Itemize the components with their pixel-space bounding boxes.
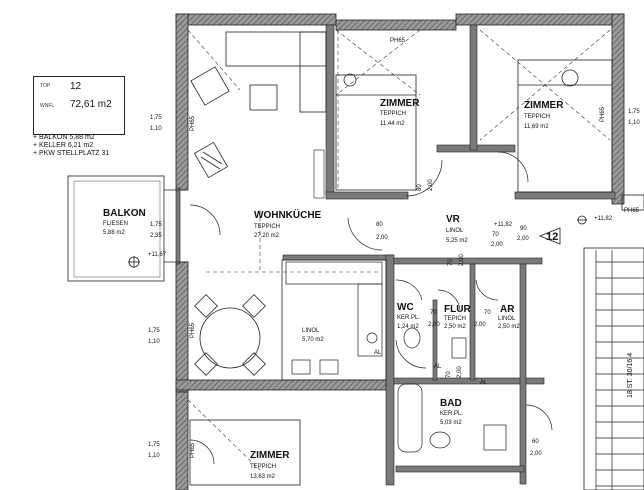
outer-walls	[175, 13, 625, 490]
room-zimmer1-name: ZIMMER	[380, 98, 420, 109]
dim-w2: 1,75	[150, 222, 162, 228]
room-wohn-name: WOHNKÜCHE	[254, 208, 322, 221]
extra-keller: + KELLER 6,21 m2	[33, 142, 94, 149]
dim-w1: 1,75	[150, 115, 162, 121]
room-wohn-floor: TEPPICH	[254, 224, 280, 230]
dim-d1: 80	[376, 222, 383, 228]
room-zimmer1-area: 11,44 m2	[380, 121, 405, 127]
room-vr-area: 5,25 m2	[446, 238, 468, 244]
dim-w2b: 2,35	[150, 233, 162, 239]
level-marks	[128, 215, 587, 268]
dim-d4b: 2,00	[459, 254, 465, 266]
dim-d4: 70	[448, 259, 454, 266]
dim-d8b: 2,00	[530, 451, 542, 457]
dashed-lines	[187, 29, 611, 471]
al-2: AL	[434, 364, 442, 370]
dim-ph5: PH65	[190, 442, 196, 458]
thin-lines	[67, 175, 644, 490]
area-value: 72,61 m2	[70, 99, 112, 110]
dim-d2: 80	[417, 184, 423, 191]
extras-list: + BALKON 5,88 m2 + KELLER 6,21 m2 + PKW …	[33, 134, 109, 158]
room-bad-name: BAD	[440, 398, 462, 409]
top-label: TOP	[40, 83, 51, 89]
dim-ph2: PH65	[390, 38, 406, 44]
dim-d9b: 2,00	[491, 242, 503, 248]
room-zimmer3-name: ZIMMER	[250, 450, 290, 461]
dim-w1b: 1,10	[150, 126, 162, 132]
room-wohn-area: 27,20 m2	[254, 233, 280, 239]
top-value: 12	[70, 81, 82, 92]
stair-label: 18 ST. 30/16,4	[627, 353, 634, 398]
room-balkon-area: 5,88 m2	[103, 230, 125, 236]
level-3: +11,82	[494, 222, 513, 228]
room-ar-area: 2,50 m2	[498, 324, 520, 330]
dim-d3b: 2,00	[517, 236, 529, 242]
room-wc-floor: KER.PL.	[397, 315, 420, 321]
room-zimmer1-floor: TEPPICH	[380, 111, 406, 117]
extra-balkon: + BALKON 5,88 m2	[33, 134, 95, 141]
room-ar-floor: LINOL	[498, 316, 516, 322]
dim-ph1: PH65	[190, 115, 196, 131]
dim-w4b: 1,10	[148, 453, 160, 459]
dim-ph3: PH65	[600, 106, 606, 122]
room-flur-area: 2,50 m2	[444, 324, 466, 330]
level-2: +11,82	[594, 216, 613, 222]
dim-d7b: 2,00	[457, 366, 463, 378]
staircase	[595, 250, 644, 490]
dim-w5: 1,75	[628, 109, 640, 115]
dim-d7: 70	[446, 371, 452, 378]
al-3: AL	[480, 380, 488, 386]
dim-ph4: PH65	[190, 322, 196, 338]
room-zimmer2-name: ZIMMER	[524, 100, 564, 111]
inner-walls	[175, 24, 616, 486]
room-zimmer2-floor: TEPPICH	[524, 114, 550, 120]
dimension-labels: 1,75 1,10 1,75 2,35 1,75 1,10 1,75 1,10 …	[148, 38, 640, 459]
dim-d2b: 2,00	[428, 179, 434, 191]
room-flur-name: FLUR	[444, 304, 471, 315]
dim-d6: 70	[484, 310, 491, 316]
dim-d9: 70	[492, 232, 499, 238]
room-zimmer2-area: 11,69 m2	[524, 124, 549, 130]
room-wc-name: WC	[397, 302, 414, 313]
room-vr-floor: LINOL	[446, 228, 464, 234]
dim-w4: 1,75	[148, 442, 160, 448]
room-labels: BALKON FLIESEN 5,88 m2 WOHNKÜCHE TEPPICH…	[103, 98, 564, 480]
beds	[189, 59, 613, 486]
dim-d1b: 2,00	[376, 235, 388, 241]
dim-ph6: PH65	[624, 208, 640, 214]
unit-info-box: TOP 12 WNFL 72,61 m2	[33, 76, 125, 135]
dim-d8: 60	[532, 439, 539, 445]
area-label: WNFL	[40, 103, 55, 109]
room-flur-floor: TEPICH	[444, 316, 466, 322]
room-bad-floor: KER.PL.	[440, 411, 463, 417]
room-vr-name: VR	[446, 214, 461, 225]
dim-w3b: 1,10	[148, 339, 160, 345]
room-ar-name: AR	[500, 304, 515, 315]
extra-pkw: + PKW STELLPLATZ 31	[33, 150, 110, 157]
furniture-living	[190, 31, 327, 199]
kitchen-units	[285, 261, 383, 375]
room-bad-area: 5,03 m2	[440, 420, 462, 426]
bathroom-fixtures	[397, 327, 507, 453]
door-swings	[189, 151, 553, 465]
dim-w3: 1,75	[148, 328, 160, 334]
room-balkon-floor: FLIESEN	[103, 221, 128, 227]
dim-d5: 70	[430, 310, 437, 316]
dim-d6b: 2,00	[474, 322, 486, 328]
room-kueche-floor: LINOL	[302, 328, 320, 334]
room-balkon-name: BALKON	[103, 208, 146, 219]
unit-number: 12	[546, 231, 558, 243]
dim-d5b: 2,00	[428, 322, 440, 328]
room-zimmer3-area: 13,63 m2	[250, 474, 276, 480]
level-1: +11,67	[148, 252, 167, 258]
dim-w5b: 1,10	[628, 120, 640, 126]
dining-table	[194, 294, 266, 376]
room-kueche-area: 5,70 m2	[302, 337, 324, 343]
dim-d3: 90	[520, 226, 527, 232]
room-zimmer3-floor: TEPPICH	[250, 464, 276, 470]
al-1: AL	[374, 350, 382, 356]
room-wc-area: 1,24 m2	[397, 324, 419, 330]
